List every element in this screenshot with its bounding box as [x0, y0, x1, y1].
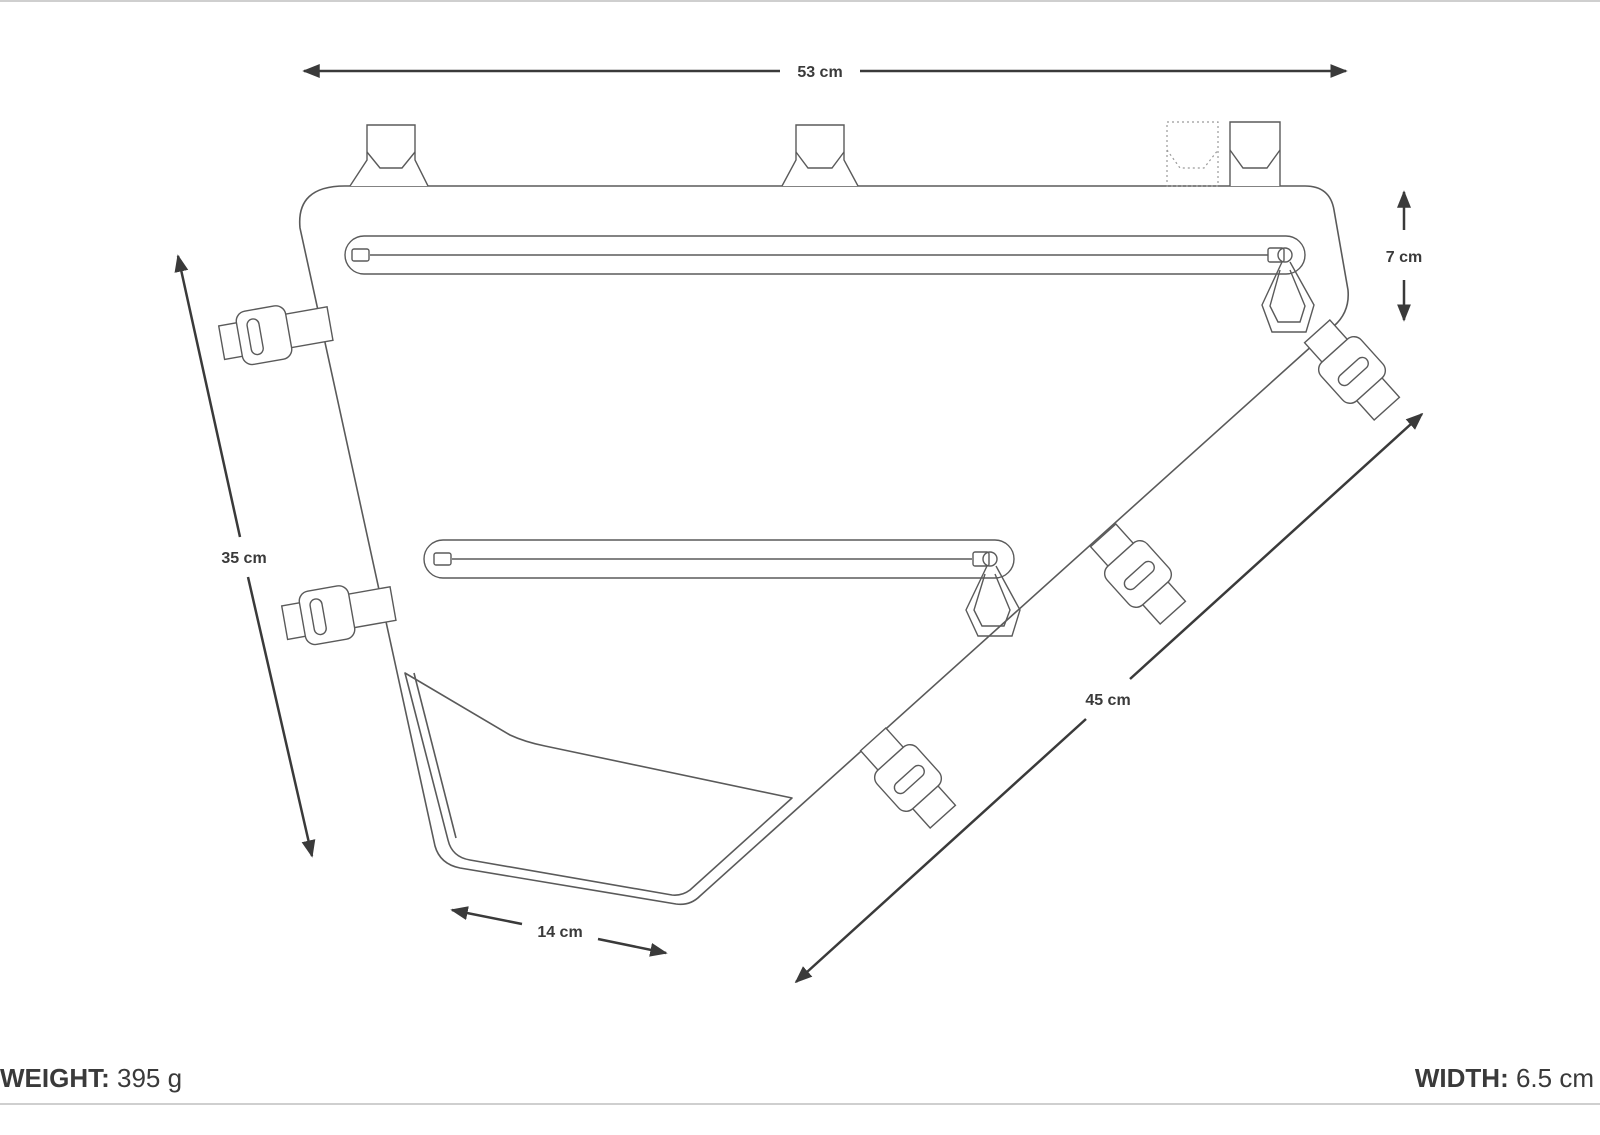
top-strap-middle [781, 124, 859, 187]
top-strap-rear-dotted [1166, 121, 1219, 187]
dim-line-tube-up [1129, 412, 1424, 680]
main-zipper [344, 235, 1315, 333]
width-label: WIDTH: [1414, 1063, 1509, 1093]
dim-line-tube-down [794, 718, 1087, 984]
strap-tube-2 [1089, 522, 1187, 626]
dim-line-front-up [174, 254, 242, 538]
top-rule [0, 0, 1600, 2]
top-strap-front [349, 124, 429, 187]
top-strap-rear [1229, 121, 1281, 186]
strap-tube-1 [1303, 318, 1401, 422]
weight-value: 395 g [117, 1063, 183, 1093]
dim-line-bottom-left [450, 906, 523, 926]
dim-label-front-height: 35 cm [221, 550, 266, 567]
dim-label-top-length: 53 cm [797, 64, 842, 81]
bottom-rule [0, 1103, 1600, 1105]
strap-front-upper [217, 305, 334, 366]
width-value: 6.5 cm [1515, 1063, 1594, 1093]
dim-label-bottom-length: 14 cm [537, 924, 582, 941]
weight-spec: WEIGHT: 395 g [0, 1063, 182, 1094]
bag-outline [298, 185, 1350, 906]
strap-tube-3 [859, 726, 957, 830]
dim-label-tail-height: 7 cm [1386, 249, 1422, 266]
dim-line-front-down [246, 576, 316, 858]
dim-line-bottom-right [597, 937, 668, 957]
strap-front-lower [280, 585, 397, 646]
weight-label: WEIGHT: [0, 1063, 110, 1093]
pocket-zipper [423, 539, 1021, 637]
width-spec: WIDTH: 6.5 cm [1415, 1063, 1594, 1094]
frame-bag-diagram: 53 cm 7 cm 35 cm 45 cm 14 cm [174, 64, 1424, 984]
dim-label-down-tube: 45 cm [1085, 692, 1130, 709]
